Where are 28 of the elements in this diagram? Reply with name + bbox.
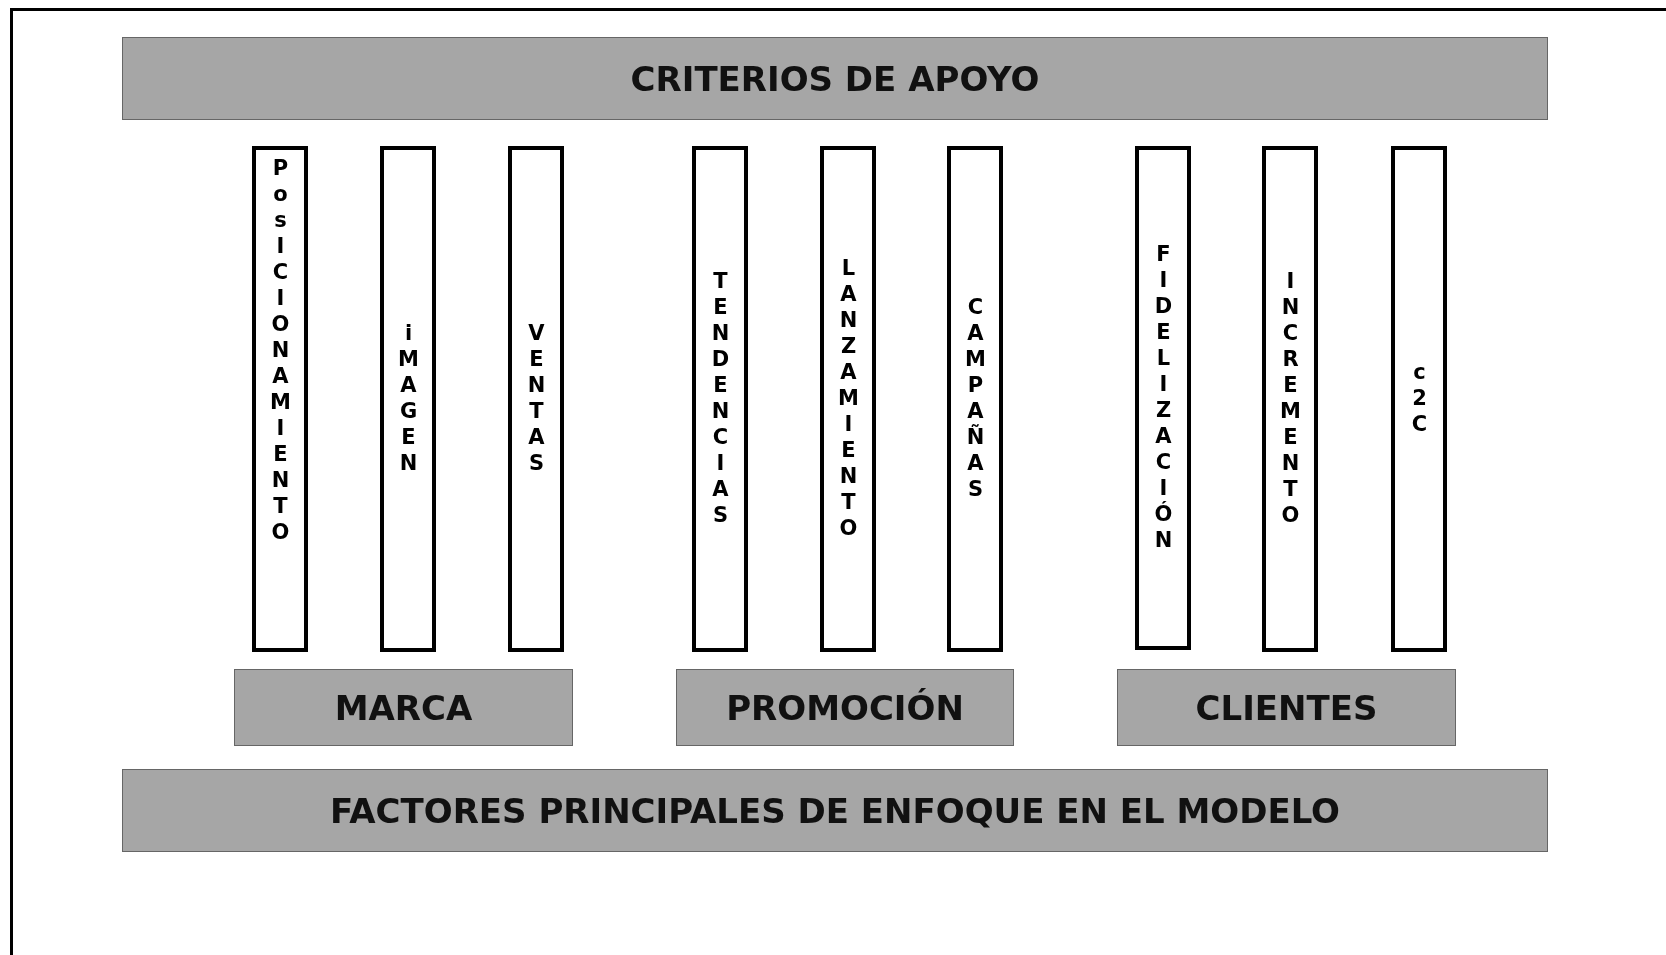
- pillar: [1262, 146, 1318, 652]
- pillar: [947, 146, 1003, 652]
- pillar-label: c2C: [1408, 360, 1430, 438]
- roof-band: [122, 37, 1548, 120]
- pillar-label: PosICIONAMIENTO: [269, 156, 291, 546]
- pillar: [1135, 146, 1191, 650]
- pillar: [252, 146, 308, 652]
- band-title: CLIENTES: [1195, 687, 1378, 728]
- pillar: [380, 146, 436, 652]
- band-title: PROMOCIÓN: [726, 687, 964, 728]
- pillar: [692, 146, 748, 652]
- pillar-label: TENDENCIAS: [709, 269, 731, 529]
- pillar: [1391, 146, 1447, 652]
- pillar-label: CAMPAÑAS: [964, 295, 986, 503]
- foundation-band: [122, 769, 1548, 852]
- base-band: [676, 669, 1014, 746]
- pillar: [820, 146, 876, 652]
- base-band: [1117, 669, 1456, 746]
- band-title: FACTORES PRINCIPALES DE ENFOQUE EN EL MODELO: [330, 790, 1340, 831]
- band-title: CRITERIOS DE APOYO: [630, 58, 1040, 99]
- pillar-label: iMAGEN: [397, 321, 419, 477]
- pillar: [508, 146, 564, 652]
- pillar-label: INCREMENTO: [1279, 269, 1301, 529]
- band-title: MARCA: [334, 687, 473, 728]
- pillar-label: FIDELIZACIÓN: [1152, 242, 1174, 554]
- base-band: [234, 669, 573, 746]
- pillar-label: VENTAS: [525, 321, 547, 477]
- pillar-label: LANZAMIENTO: [837, 256, 859, 542]
